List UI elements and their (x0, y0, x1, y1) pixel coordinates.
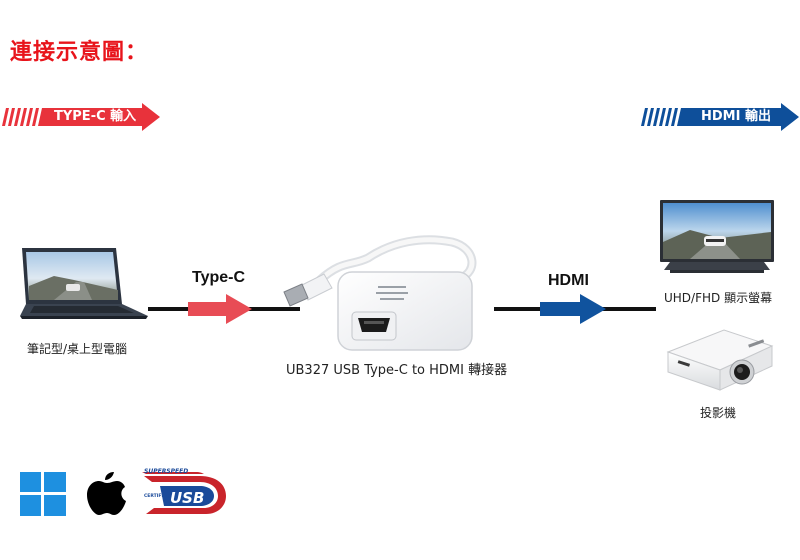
type-c-arrow (188, 294, 252, 324)
output-banner-text: HDMI 輸出 (701, 109, 771, 124)
laptop-icon (20, 248, 148, 319)
laptop-label: 筆記型/桌上型電腦 (27, 342, 128, 356)
output-banner: HDMI 輸出 (641, 103, 799, 131)
output-banner-shape (641, 103, 799, 131)
monitor-label: UHD/FHD 顯示螢幕 (664, 291, 773, 305)
input-banner-text: TYPE-C 輸入 (54, 109, 137, 124)
type-c-label: Type-C (192, 269, 246, 286)
windows-icon (20, 472, 66, 516)
usb-logo-main-text: USB (170, 489, 204, 507)
input-banner-shape (2, 103, 160, 131)
hdmi-label: HDMI (548, 272, 589, 289)
projector-icon (666, 329, 774, 391)
usb-logo-top-text: SUPERSPEED (144, 468, 188, 475)
hdmi-arrow (540, 294, 606, 324)
usb-logo-small-text: CERTIFIED (144, 493, 170, 499)
usb-superspeed-logo: SUPERSPEED CERTIFIED USB (142, 468, 226, 514)
hdmi-cable (494, 294, 656, 324)
type-c-cable (148, 294, 300, 324)
adapter-label: UB327 USB Type-C to HDMI 轉接器 (286, 363, 508, 378)
monitor-icon (660, 200, 774, 273)
projector-label: 投影機 (700, 406, 737, 420)
adapter-product (283, 235, 477, 351)
page-title: 連接示意圖： (10, 40, 149, 65)
apple-icon (87, 472, 126, 515)
input-banner: TYPE-C 輸入 (2, 103, 160, 131)
